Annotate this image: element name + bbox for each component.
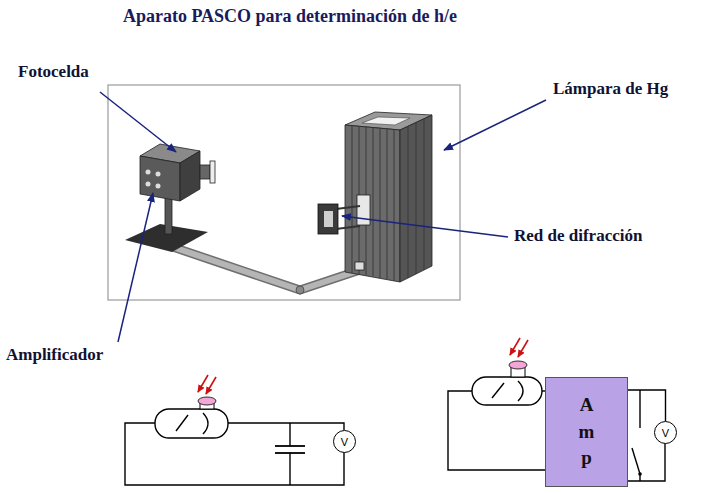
rail xyxy=(152,240,366,290)
grating xyxy=(324,211,333,227)
lamp-vent xyxy=(362,117,410,125)
callout-label: Lámpara de Hg xyxy=(553,79,668,99)
node-text: V xyxy=(341,436,348,448)
rod xyxy=(336,226,360,229)
light-ray xyxy=(198,375,208,392)
photocell-front xyxy=(140,156,180,201)
mask xyxy=(210,161,215,183)
photocell-side xyxy=(180,151,200,201)
lamp-ribs xyxy=(352,119,424,281)
switch-pivot xyxy=(638,472,642,476)
lamp-side xyxy=(400,115,432,282)
callout-label: Red de difracción xyxy=(514,226,642,246)
voltmeter-symbol: V xyxy=(654,421,677,444)
grating-holder xyxy=(318,204,338,234)
wire xyxy=(125,423,344,485)
knob xyxy=(156,172,161,177)
lamp-front xyxy=(345,125,400,282)
lamp-window xyxy=(357,195,370,225)
title: Aparato PASCO para determinación de h/e xyxy=(123,6,457,27)
leader-line xyxy=(100,92,176,152)
capacitor-symbol xyxy=(275,445,305,447)
node-text: A m p xyxy=(577,392,596,472)
capacitor-symbol xyxy=(275,452,305,454)
phototube-symbol xyxy=(155,397,228,438)
amplifier-box: A m p xyxy=(545,377,628,487)
callout-label: Amplificador xyxy=(6,345,103,365)
knob xyxy=(146,182,151,187)
lens-tube xyxy=(200,165,210,179)
wire-connector xyxy=(628,390,666,421)
voltmeter-symbol: V xyxy=(333,430,356,453)
light-ray xyxy=(518,340,528,357)
node-text: V xyxy=(662,427,669,439)
light-ray xyxy=(206,377,216,394)
phototube-symbol xyxy=(472,361,542,405)
leader-line xyxy=(444,100,546,150)
callout-label: Fotocelda xyxy=(18,62,89,82)
rod xyxy=(336,206,360,209)
frame xyxy=(108,85,460,300)
light-ray xyxy=(510,338,520,355)
pivot xyxy=(296,286,304,294)
lamp-plug xyxy=(355,262,364,270)
rail xyxy=(152,240,366,290)
leader-line xyxy=(342,216,508,237)
knob xyxy=(156,184,161,189)
knob xyxy=(146,170,151,175)
leader-line xyxy=(118,193,153,342)
post xyxy=(165,196,172,234)
